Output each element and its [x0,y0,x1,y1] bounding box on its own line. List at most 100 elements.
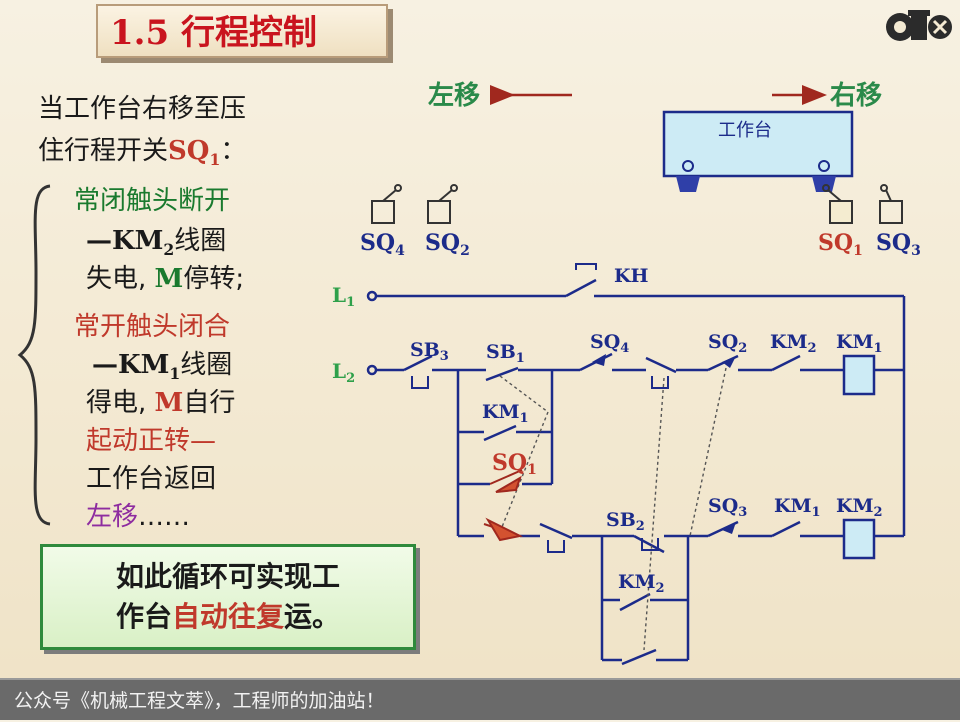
km2-coil-sub: 2 [874,505,883,520]
pushbutton-caps [411,263,669,553]
l1-text: L [332,283,346,307]
sq3-contact-text: SQ [708,495,738,517]
limit-switch-sq4-icon [371,184,402,224]
sq1-contact-label: SQ1 [492,450,537,478]
limit-switch-sq1-icon [822,184,853,224]
no-line-6: 左移…… [86,496,190,533]
callout-line-2-post: 运。 [284,600,341,633]
km2-coil-text: KM [836,495,874,517]
circuit-wires [366,278,906,666]
l1-label: L1 [332,283,355,310]
callout-line-2-pre: 作台 [115,600,172,633]
sq1-sub: 1 [853,243,863,259]
callout-line-2: 作台自动往复运。 [43,597,413,637]
sq3-sub: 3 [911,243,921,259]
sb2-sub: 2 [636,519,645,534]
km1-coil-label: KM1 [836,331,883,356]
summary-callout: 如此循环可实现工 作台自动往复运。 [40,544,416,650]
sb1-sub: 1 [516,351,525,366]
sb1-label: SB1 [486,341,525,366]
callout-line-2-red: 自动往复 [171,600,284,633]
sq4-contact-sub: 4 [620,341,629,356]
km2-contact-text: KM [770,331,808,353]
l1-sub: 1 [346,295,355,310]
km1-hold-text: KM [482,401,520,423]
sb3-sub: 3 [440,349,449,364]
sq1-contact-text: SQ [492,450,527,476]
nc-heading: 常闭触头断开 [74,186,231,216]
km2-coil-label: KM2 [836,495,883,520]
l2-label: L2 [332,359,355,386]
limit-switch-sq3-icon [879,184,903,224]
worktable: 工作台 [662,110,854,192]
km1-contact-label: KM1 [774,495,821,520]
sq4-text: SQ [360,230,395,256]
no-line-4: 起动正转— [86,426,217,456]
km2-contact-sub: 2 [808,341,817,356]
sq3-contact-label: SQ3 [708,495,747,520]
no-line-3-post: 自行 [183,388,236,418]
sq4-contact-label: SQ4 [590,331,629,356]
sb2-label: SB2 [606,509,645,534]
intro-sq-sub: 1 [209,150,221,170]
intro-line-2-text: 住行程开关 [38,136,169,166]
sq3-label: SQ3 [876,230,921,259]
no-line-5: 工作台返回 [86,464,217,494]
contact-arrowheads [592,354,736,534]
intro-line-2-colon: ： [220,136,247,166]
km1-coil-text: KM [836,331,874,353]
no-line-2: —KM1线圈 [92,344,232,383]
nc-line-2-post: 线圈 [174,226,227,256]
nc-line-3: 失电, M停转; [86,258,244,295]
no-line-6-purple: 左移 [86,502,139,532]
nc-line-2-km: —KM [86,226,164,256]
nc-line-3-m: M [154,264,184,294]
km1-contact-sub: 1 [812,505,821,520]
km1-contact-text: KM [774,495,812,517]
sq1-contact-sub: 1 [527,462,537,478]
kh-label: KH [614,265,649,287]
sq1-contacts [483,469,524,542]
sb3-text: SB [410,339,440,361]
sq1-label: SQ1 [818,230,863,259]
no-line-3-m: M [154,388,184,418]
mechanical-linkages [499,367,727,651]
km2-hold-text: KM [618,571,656,593]
nc-line-3-pre: 失电, [86,264,155,294]
no-heading: 常开触头闭合 [74,312,231,342]
no-line-2-km: —KM [92,350,170,380]
sb1-text: SB [486,341,516,363]
sq3-contact-sub: 3 [738,505,747,520]
intro-line-1: 当工作台右移至压 [38,94,247,124]
sq2-sub: 2 [460,243,470,259]
footer-caption: 公众号《机械工程文萃》，工程师的加油站！ [0,678,960,720]
callout-line-1: 如此循环可实现工 [115,560,340,593]
no-line-2-sub: 1 [169,364,181,384]
sq2-contact-text: SQ [708,331,738,353]
intro-line-2: 住行程开关SQ1： [38,130,246,169]
right-move-label: 右移 [830,81,882,111]
km2-hold-sub: 2 [656,581,665,596]
intro-sq-text: SQ [168,136,210,166]
logo-icon [886,10,952,41]
brace-icon [17,184,51,526]
sq2-contact-label: SQ2 [708,331,747,356]
nc-line-2-sub: 2 [163,240,175,260]
sq4-contact-text: SQ [590,331,620,353]
left-move-label: 左移 [428,81,480,111]
intro-sq-label: SQ1 [168,136,221,170]
no-line-3: 得电, M自行 [86,382,235,419]
sq1-text: SQ [818,230,853,256]
l2-sub: 2 [346,371,355,386]
no-line-6-dots: …… [138,502,191,532]
sq4-label: SQ4 [360,230,405,259]
worktable-label: 工作台 [718,120,772,141]
km1-coil-sub: 1 [874,341,883,356]
sq2-contact-sub: 2 [738,341,747,356]
sb2-text: SB [606,509,636,531]
limit-switch-sq2-icon [427,184,458,224]
l2-text: L [332,359,346,383]
sq4-sub: 4 [395,243,405,259]
no-line-3-pre: 得电, [86,388,155,418]
